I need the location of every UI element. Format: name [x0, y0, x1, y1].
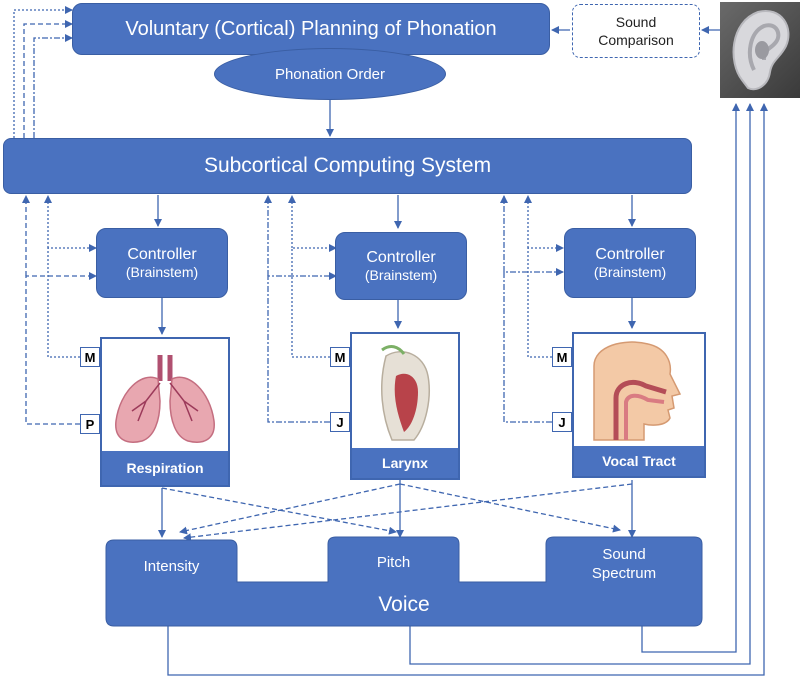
controller-label: Controller — [595, 246, 665, 263]
sound-comparison-box: Sound Comparison — [572, 4, 700, 58]
voice-title: Voice — [378, 593, 430, 616]
tag-m-vocal-tract: M — [552, 347, 572, 367]
ear-image — [720, 2, 800, 98]
larynx-panel: Larynx — [350, 332, 460, 480]
head-profile-icon — [593, 341, 682, 441]
voice-spectrum-line1: Sound — [602, 546, 646, 563]
tag-m-respiration: M — [80, 347, 100, 367]
lungs-icon — [115, 355, 215, 443]
controller-larynx: Controller (Brainstem) — [335, 232, 467, 300]
larynx-icon — [381, 345, 430, 441]
controller-sublabel: (Brainstem) — [364, 267, 438, 283]
controller-sublabel: (Brainstem) — [125, 264, 199, 280]
controller-label: Controller — [127, 246, 197, 263]
sound-comparison-line1: Sound — [615, 14, 657, 30]
tag-j-vocal-tract: J — [552, 412, 572, 432]
cortical-planning-title: Voluntary (Cortical) Planning of Phonati… — [125, 17, 497, 40]
tag-p-respiration: P — [80, 414, 100, 434]
controller-label: Controller — [366, 249, 436, 266]
tag-m-larynx: M — [330, 347, 350, 367]
voice-pitch-label: Pitch — [376, 554, 411, 571]
subcortical-system-box: Subcortical Computing System — [3, 138, 692, 194]
voice-intensity-label: Intensity — [143, 558, 200, 575]
subcortical-system-title: Subcortical Computing System — [203, 154, 492, 177]
voice-spectrum-line2: Spectrum — [591, 565, 657, 582]
controller-respiration: Controller (Brainstem) — [96, 228, 228, 298]
respiration-panel: Respiration — [100, 337, 230, 487]
controller-vocal-tract: Controller (Brainstem) — [564, 228, 696, 298]
respiration-label: Respiration — [102, 451, 228, 485]
larynx-label: Larynx — [352, 448, 458, 478]
vocal-tract-panel: Vocal Tract — [572, 332, 706, 478]
controller-sublabel: (Brainstem) — [593, 264, 667, 280]
tag-j-larynx: J — [330, 412, 350, 432]
phonation-order-ellipse: Phonation Order — [214, 48, 446, 100]
phonation-order-label: Phonation Order — [274, 65, 386, 83]
ear-icon — [732, 10, 790, 91]
cortical-planning-box: Voluntary (Cortical) Planning of Phonati… — [72, 3, 550, 55]
sound-comparison-line2: Comparison — [598, 32, 674, 48]
vocal-tract-label: Vocal Tract — [574, 446, 704, 476]
